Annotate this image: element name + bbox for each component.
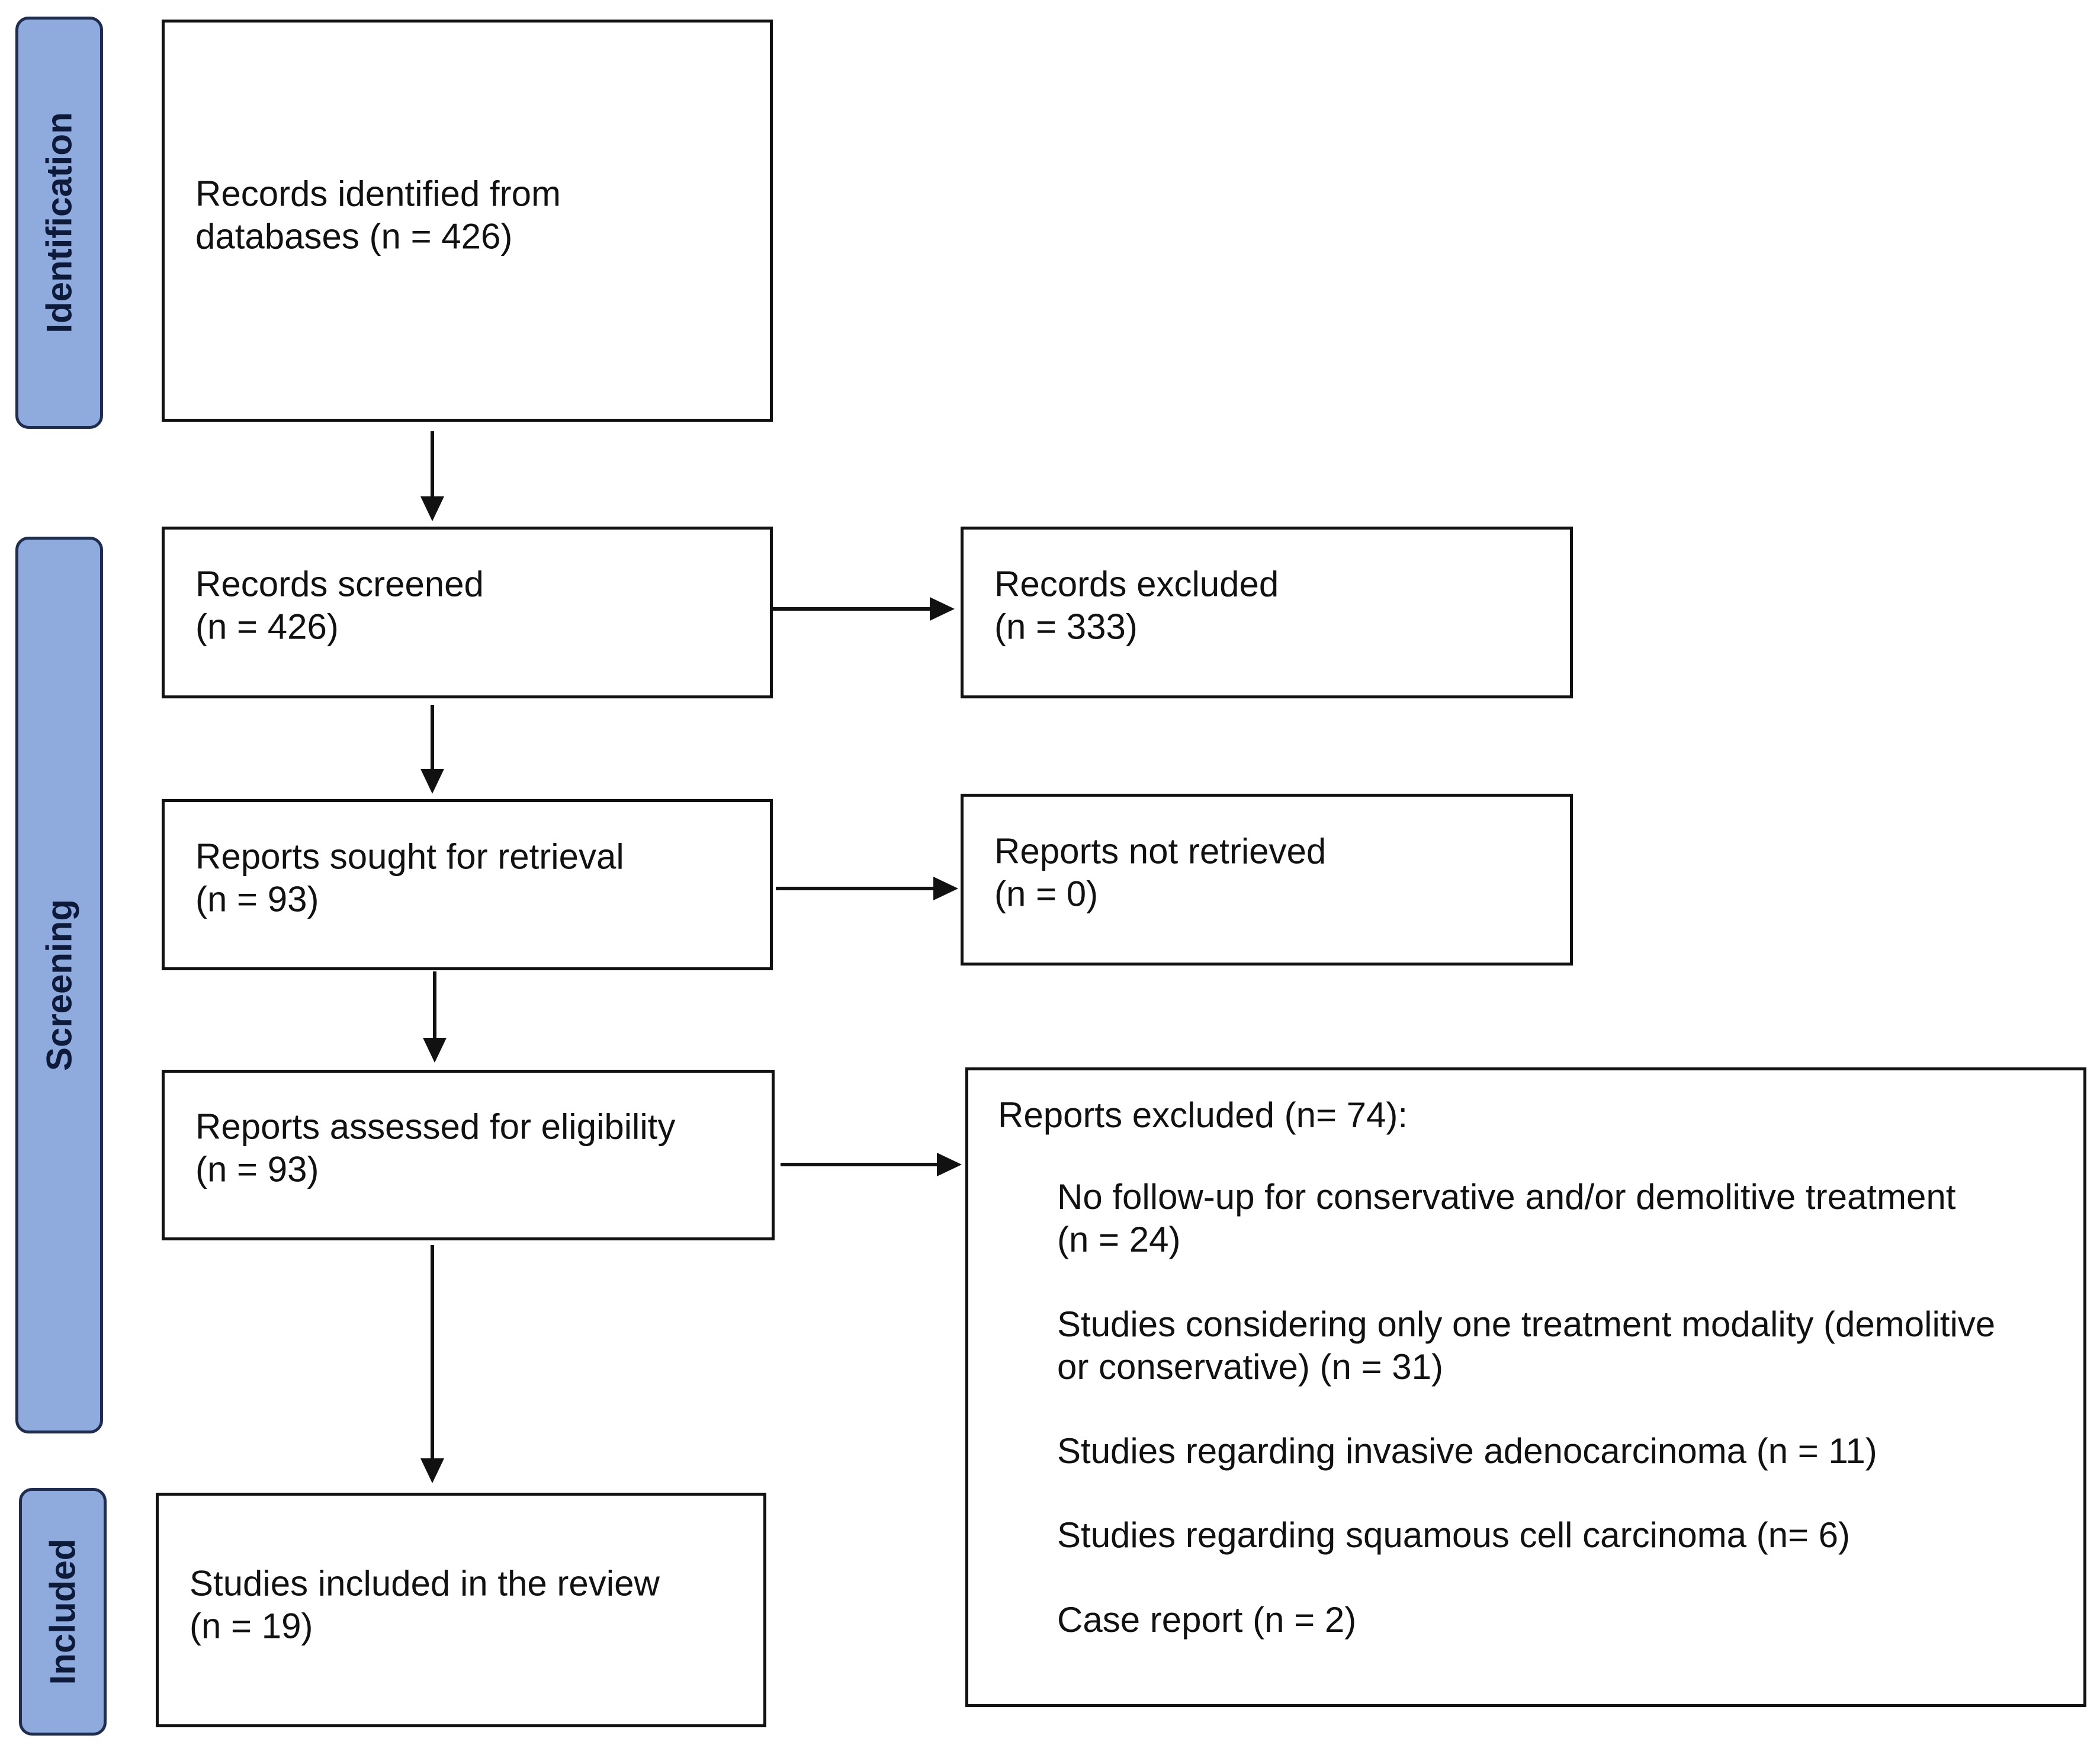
records-excluded-line2: (n = 333) <box>994 607 1138 647</box>
phase-identification: Identification <box>15 17 103 429</box>
exclusion-reason-item: No follow-up for conservative and/or dem… <box>1057 1176 2048 1261</box>
reports-assessed-line1: Reports assessed for eligibility <box>195 1106 676 1147</box>
exclusion-reason-line1: No follow-up for conservative and/or dem… <box>1057 1177 1956 1217</box>
studies-included-line1: Studies included in the review <box>190 1563 660 1603</box>
reports-sought-box: Reports sought for retrieval (n = 93) <box>162 799 773 970</box>
reports-not-retrieved-line1: Reports not retrieved <box>994 831 1327 871</box>
exclusion-reason-line2: (n = 24) <box>1057 1220 1181 1259</box>
records-identified-box: Records identified from databases (n = 4… <box>162 20 773 422</box>
records-screened-box: Records screened (n = 426) <box>162 527 773 698</box>
exclusion-reason-line1: Studies considering only one treatment m… <box>1057 1304 1996 1344</box>
reports-not-retrieved-box: Reports not retrieved (n = 0) <box>961 794 1573 966</box>
studies-included-box: Studies included in the review (n = 19) <box>156 1493 766 1727</box>
records-identified-line1: Records identified from <box>195 174 561 214</box>
phase-screening: Screening <box>15 537 103 1433</box>
reports-excluded-box: Reports excluded (n= 74): No follow-up f… <box>965 1067 2086 1707</box>
exclusion-reason-item: Studies regarding invasive adenocarcinom… <box>1057 1430 2048 1473</box>
records-identified-line2: databases (n = 426) <box>195 216 513 256</box>
records-screened-line2: (n = 426) <box>195 607 339 647</box>
exclusion-reason-line2: or conservative) (n = 31) <box>1057 1347 1443 1387</box>
reports-sought-line1: Reports sought for retrieval <box>195 836 624 876</box>
phase-included: Included <box>19 1488 107 1736</box>
reports-excluded-title: Reports excluded (n= 74): <box>998 1095 1408 1135</box>
reports-not-retrieved-line2: (n = 0) <box>994 874 1099 914</box>
reports-assessed-line2: (n = 93) <box>195 1149 319 1189</box>
records-screened-line1: Records screened <box>195 564 484 604</box>
exclusion-reason-line1: Studies regarding invasive adenocarcinom… <box>1057 1431 1877 1471</box>
exclusion-reason-item: Studies considering only one treatment m… <box>1057 1303 2048 1388</box>
reports-assessed-box: Reports assessed for eligibility (n = 93… <box>162 1070 775 1240</box>
exclusion-reason-item: Studies regarding squamous cell carcinom… <box>1057 1514 2048 1557</box>
records-excluded-box: Records excluded (n = 333) <box>961 527 1573 698</box>
studies-included-line2: (n = 19) <box>190 1606 313 1646</box>
exclusion-reason-item: Case report (n = 2) <box>1057 1599 2048 1641</box>
records-excluded-line1: Records excluded <box>994 564 1279 604</box>
exclusion-reason-line1: Studies regarding squamous cell carcinom… <box>1057 1515 1851 1555</box>
reports-sought-line2: (n = 93) <box>195 878 319 919</box>
exclusion-reason-line1: Case report (n = 2) <box>1057 1600 1357 1640</box>
